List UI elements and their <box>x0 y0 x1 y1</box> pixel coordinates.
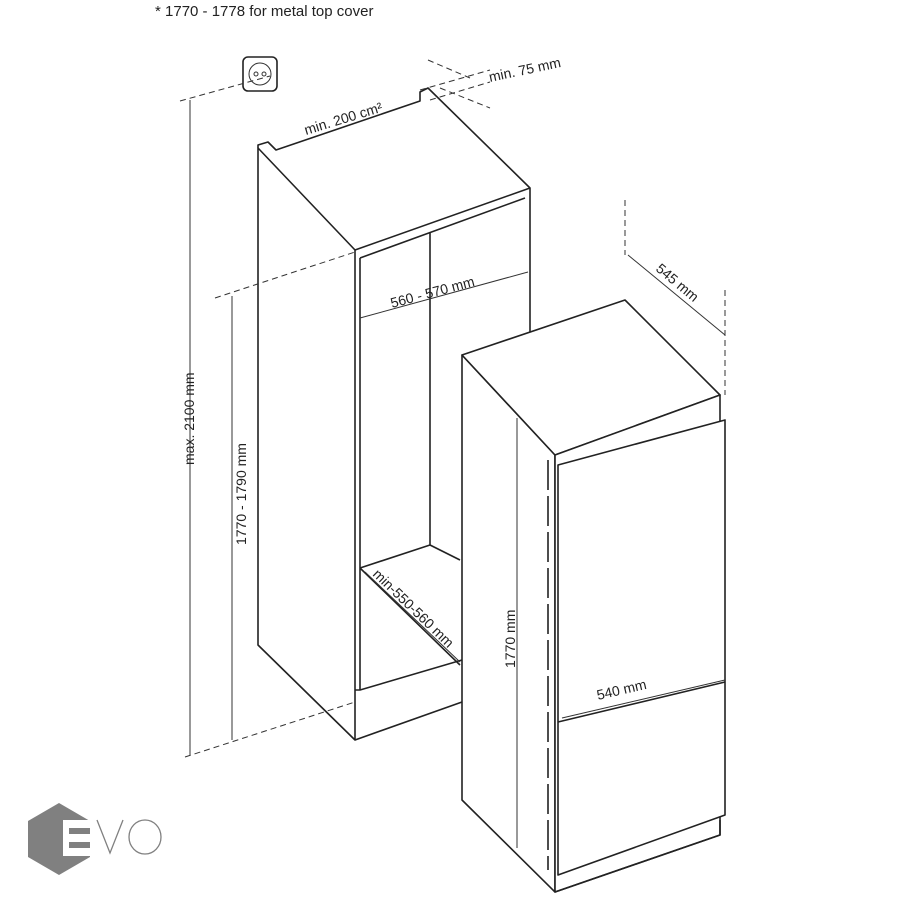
footnote: * 1770 - 1778 for metal top cover <box>155 3 374 20</box>
appliance-height-label: 1770 mm <box>502 610 518 668</box>
appliance-depth-label: 545 mm <box>653 260 702 305</box>
dimension-lines <box>179 59 726 848</box>
max-height-label: max. 2100 mm <box>181 372 197 465</box>
niche-height-label: 1770 - 1790 mm <box>233 443 249 545</box>
appliance <box>461 299 726 893</box>
vent-area-label: min. 200 cm² <box>302 99 384 138</box>
niche-cabinet <box>257 87 531 741</box>
evo-logo <box>28 803 162 875</box>
niche-depth-label: min-550-560 mm <box>370 566 457 651</box>
power-socket-icon <box>242 56 278 92</box>
niche-width-label: 560 - 570 mm <box>389 273 477 311</box>
min-gap-label: min. 75 mm <box>487 54 562 85</box>
